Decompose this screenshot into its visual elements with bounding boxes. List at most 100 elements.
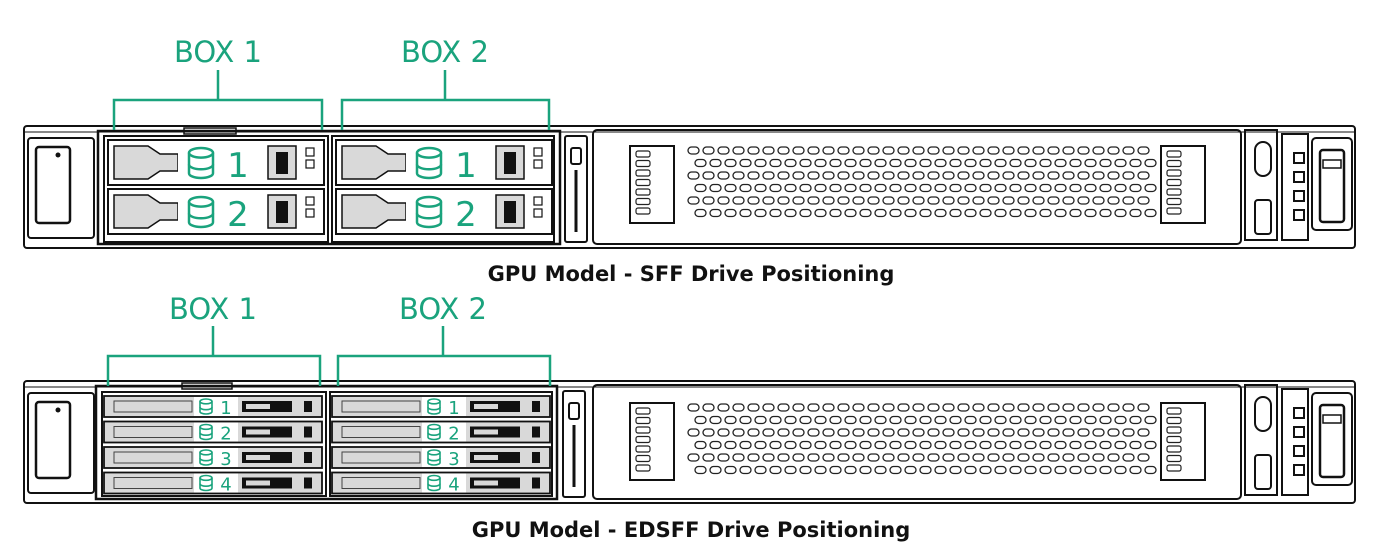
vent-slot [814, 415, 827, 425]
vent-slot [1144, 208, 1157, 218]
side-vent-slot [635, 207, 651, 215]
vent-slot [739, 465, 752, 475]
sff-drive: 2 [107, 188, 325, 235]
vent-slot [1084, 183, 1097, 193]
vent-slot [942, 196, 955, 205]
vent-slot [829, 440, 842, 450]
vent-slot [912, 146, 925, 155]
edsff-drive-number: 4 [448, 475, 459, 496]
vent-slot [934, 208, 947, 218]
drive-icon [427, 398, 441, 415]
vent-slot [964, 183, 977, 193]
vent-slot [979, 465, 992, 475]
side-vent-slot [635, 416, 651, 425]
vent-slot [957, 428, 970, 437]
vent-slot [889, 158, 902, 168]
vent-slot [799, 183, 812, 193]
vent-slot [852, 453, 865, 462]
side-vent-slot [1166, 445, 1182, 453]
vent-slot [724, 208, 737, 218]
vent-slot [799, 415, 812, 425]
vent-slot [1009, 208, 1022, 218]
vent-slot [844, 440, 857, 450]
edsff-drive: 3 [331, 446, 551, 470]
edsff-drive: 4 [103, 471, 323, 496]
vent-slot [1047, 428, 1060, 437]
vent-slot [1054, 465, 1067, 475]
vent-slot [1114, 465, 1127, 475]
vent-slot [844, 415, 857, 425]
vent-slot [987, 146, 1000, 155]
vent-slot [1107, 428, 1120, 437]
drive-icon [187, 146, 215, 180]
drive-icon [427, 423, 441, 441]
vent-slot [949, 465, 962, 475]
drive-icon [199, 449, 213, 466]
vent-slot [1024, 440, 1037, 450]
vent-slot [904, 415, 917, 425]
sff-side-vent-slots [635, 150, 1182, 215]
vent-slot [859, 465, 872, 475]
vent-slot [874, 208, 887, 218]
drive-icon [199, 398, 213, 415]
vent-slot [822, 196, 835, 205]
vent-slot [1069, 208, 1082, 218]
side-vent-slot [1166, 464, 1182, 472]
vent-slot [769, 158, 782, 168]
vent-slot [934, 183, 947, 193]
vent-slot [732, 171, 745, 180]
vent-slot [1077, 171, 1090, 180]
vent-slot [942, 403, 955, 412]
vent-slot [1017, 196, 1030, 205]
vent-slot [687, 196, 700, 205]
vent-slot [1062, 428, 1075, 437]
sff-vent-grille [687, 146, 1157, 218]
vent-slot [1129, 415, 1142, 425]
vent-slot [919, 465, 932, 475]
vent-slot [979, 440, 992, 450]
vent-slot [822, 403, 835, 412]
vent-slot [837, 453, 850, 462]
vent-slot [814, 440, 827, 450]
edsff-drive-number: 4 [220, 475, 231, 496]
vent-slot [1077, 403, 1090, 412]
vent-slot [1024, 465, 1037, 475]
side-vent-slot [635, 464, 651, 472]
vent-slot [1062, 196, 1075, 205]
vent-slot [1009, 440, 1022, 450]
vent-slot [732, 196, 745, 205]
vent-slot [1032, 428, 1045, 437]
side-vent-slot [635, 197, 651, 206]
vent-slot [829, 415, 842, 425]
sff-drive: 2 [335, 188, 553, 235]
vent-slot [702, 146, 715, 155]
side-vent-slot [635, 445, 651, 453]
vent-slot [957, 453, 970, 462]
vent-slot [994, 158, 1007, 168]
vent-slot [957, 171, 970, 180]
vent-slot [702, 171, 715, 180]
sff-box-1-label: BOX 1 [174, 35, 262, 69]
vent-slot [889, 465, 902, 475]
vent-slot [987, 453, 1000, 462]
sff-drive-number: 1 [227, 146, 249, 186]
vent-slot [1062, 453, 1075, 462]
vent-slot [1077, 146, 1090, 155]
vent-slot [1144, 183, 1157, 193]
vent-slot [942, 171, 955, 180]
vent-slot [1077, 428, 1090, 437]
vent-slot [732, 403, 745, 412]
vent-slot [949, 158, 962, 168]
vent-slot [867, 146, 880, 155]
vent-slot [822, 453, 835, 462]
vent-slot [837, 428, 850, 437]
vent-slot [739, 415, 752, 425]
vent-slot [709, 208, 722, 218]
edsff-drive: 4 [331, 471, 551, 496]
vent-slot [1039, 440, 1052, 450]
vent-slot [1129, 208, 1142, 218]
vent-slot [904, 158, 917, 168]
vent-slot [1039, 208, 1052, 218]
vent-slot [1084, 415, 1097, 425]
